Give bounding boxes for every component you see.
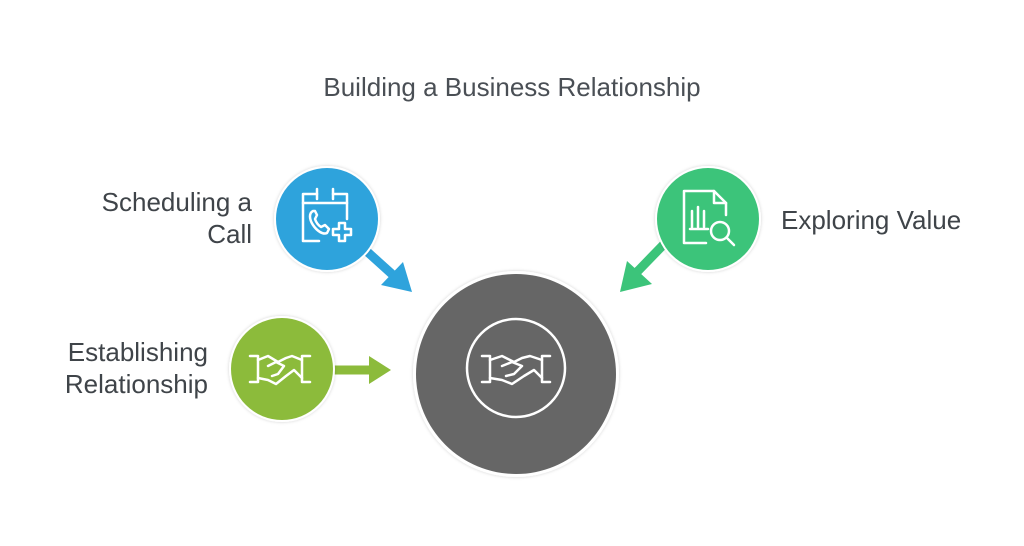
center-node: [413, 271, 619, 477]
diagram-title: Building a Business Relationship: [323, 72, 701, 102]
document-chart-search-icon: [682, 189, 736, 247]
label-exploring-value: Exploring Value: [781, 204, 961, 236]
label-line: Exploring Value: [781, 205, 962, 235]
node-scheduling: [274, 166, 380, 272]
node-establishing: [229, 316, 335, 422]
label-establishing-relationship: Establishing Relationship: [0, 336, 208, 400]
label-line: Call: [207, 219, 252, 249]
handshake-icon: [480, 354, 552, 386]
label-line: Relationship: [64, 369, 208, 399]
handshake-icon: [248, 354, 312, 386]
arrow-exploring: [620, 236, 672, 292]
calendar-phone-add-icon: [301, 187, 353, 243]
label-line: Establishing: [67, 337, 208, 367]
label-scheduling-a-call: Scheduling a Call: [40, 186, 252, 250]
label-line: Scheduling a: [101, 187, 252, 217]
node-exploring: [655, 166, 761, 272]
